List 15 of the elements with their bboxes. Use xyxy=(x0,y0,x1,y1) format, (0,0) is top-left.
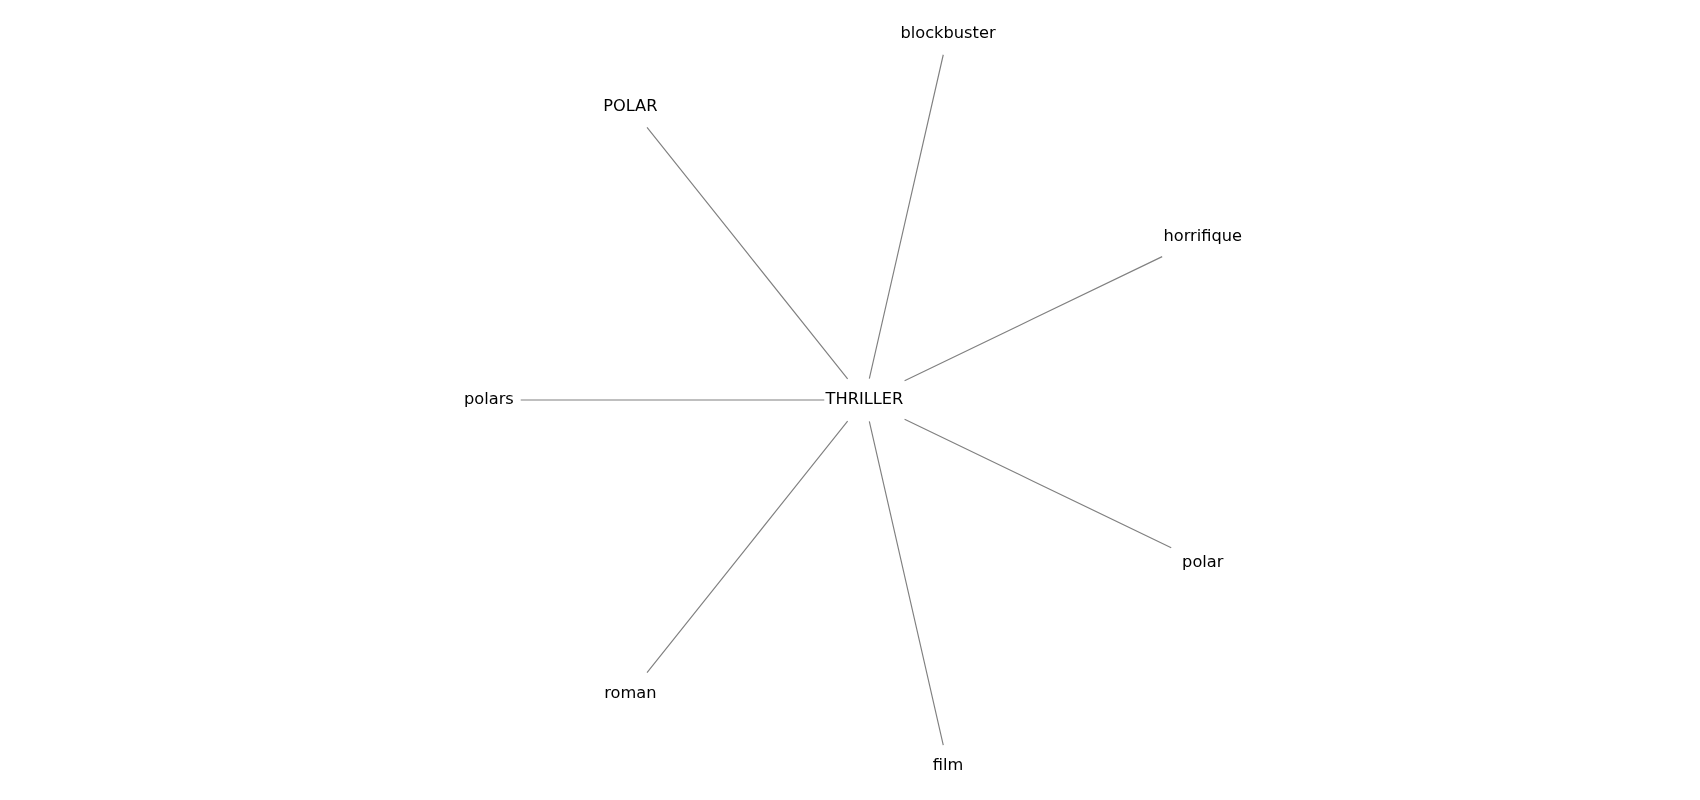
node-text: roman xyxy=(603,682,656,702)
node-text: polars xyxy=(463,389,514,409)
node-text: blockbuster xyxy=(899,23,996,43)
node-text: THRILLER xyxy=(825,389,903,409)
node-text: POLAR xyxy=(602,95,657,115)
connector xyxy=(903,256,1163,382)
node-text: polar xyxy=(1181,552,1223,572)
connector xyxy=(868,420,944,746)
connector xyxy=(645,420,848,674)
node-text: film xyxy=(932,755,963,775)
connector xyxy=(903,418,1172,549)
connector xyxy=(519,399,825,401)
connector xyxy=(645,126,848,380)
node-text: horrifique xyxy=(1163,226,1242,246)
connector xyxy=(868,54,944,380)
